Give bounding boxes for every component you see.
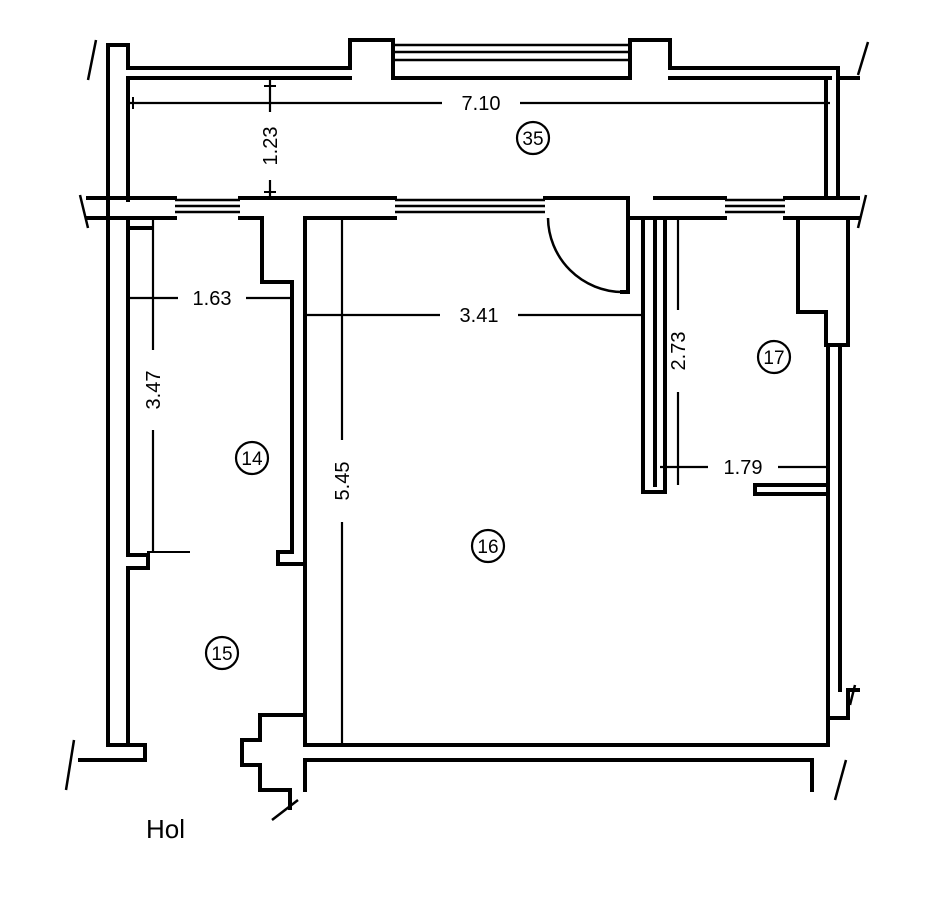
walls <box>78 38 860 810</box>
room-35-label: 35 <box>522 129 543 150</box>
dimension-lines <box>128 80 830 745</box>
dim-1-63: 1.63 <box>193 288 232 310</box>
room-14-circle <box>234 440 270 476</box>
room-35: 35 <box>515 120 551 156</box>
room-35-circle <box>515 120 551 156</box>
break-marks <box>64 39 870 821</box>
dim-1-79: 1.79 <box>724 457 763 479</box>
dim-3-47: 3.47 <box>143 371 165 410</box>
dim-2-73: 2.73 <box>668 332 690 371</box>
dim-7-10: 7.10 <box>462 93 501 115</box>
dim-3-41: 3.41 <box>460 305 499 327</box>
room-15: 15 <box>204 635 240 671</box>
room-16-circle <box>470 528 506 564</box>
room-15-label: 15 <box>211 644 232 665</box>
room-16: 16 <box>470 528 506 564</box>
room-14-label: 14 <box>241 449 263 470</box>
room-17-label: 17 <box>763 348 784 369</box>
room-17: 17 <box>756 339 792 375</box>
room-17-circle <box>756 339 792 375</box>
room-16-label: 16 <box>477 537 498 558</box>
dim-5-45: 5.45 <box>332 462 354 501</box>
dim-1-23: 1.23 <box>260 127 282 166</box>
room-14: 14 <box>234 440 270 476</box>
hol-label: Hol <box>146 814 185 844</box>
room-15-circle <box>204 635 240 671</box>
